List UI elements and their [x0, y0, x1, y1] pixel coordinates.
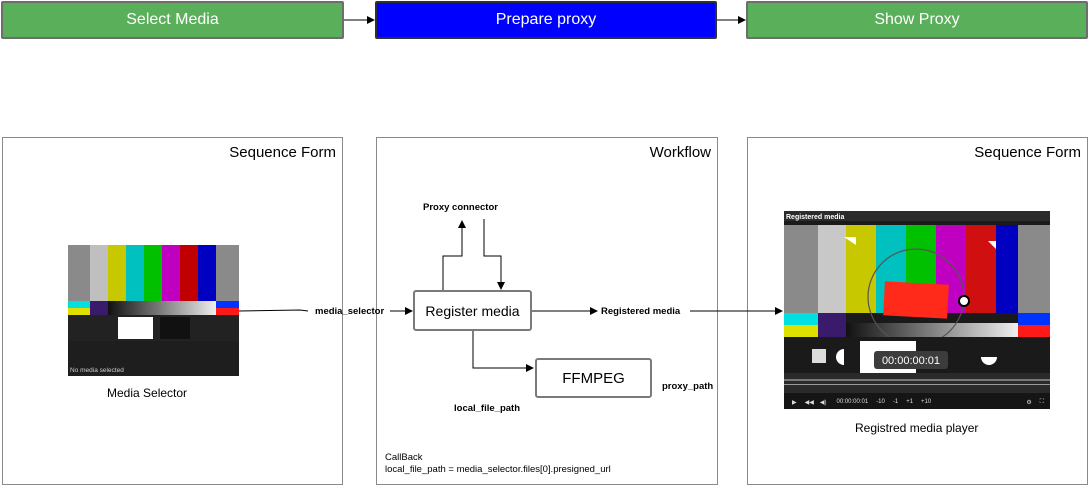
step-back-10[interactable]: -10	[876, 399, 885, 405]
play-icon[interactable]: ▶	[792, 399, 797, 406]
media-selector-connector-label: media_selector	[315, 306, 385, 317]
callback-expression: local_file_path = media_selector.files[0…	[385, 464, 611, 475]
player-controls: ▶ ◀◀ ◀) 00:00:00:01 -10 -1 +1 +10 ⚙ ⛶	[784, 395, 1050, 409]
left-panel-title: Sequence Form	[229, 144, 336, 161]
thumb-status-text: No media selected	[70, 367, 124, 374]
fullscreen-icon[interactable]: ⛶	[1039, 398, 1044, 405]
settings-gear-icon[interactable]: ⚙	[1026, 399, 1032, 406]
register-media-node[interactable]: Register media	[413, 290, 532, 331]
step-fwd-1[interactable]: +1	[906, 399, 914, 405]
color-bars-icon: No media selected	[68, 245, 239, 376]
proxy-connector-label: Proxy connector	[423, 202, 498, 213]
proxy-path-label: proxy_path	[662, 381, 714, 392]
ffmpeg-label: FFMPEG	[562, 369, 625, 387]
step-show-proxy[interactable]: Show Proxy	[746, 1, 1088, 39]
callback-title: CallBack	[385, 452, 423, 463]
right-panel-title: Sequence Form	[974, 144, 1081, 161]
controls-time: 00:00:00:01	[836, 399, 869, 405]
callback-block: CallBack local_file_path = media_selecto…	[385, 452, 611, 476]
media-selector-caption: Media Selector	[107, 386, 188, 400]
step-fwd-10[interactable]: +10	[921, 399, 932, 405]
player-title: Registered media	[786, 214, 844, 221]
step-prepare-proxy[interactable]: Prepare proxy	[375, 1, 717, 39]
register-media-label: Register media	[425, 302, 520, 319]
registered-media-connector-label: Registered media	[601, 306, 681, 317]
player-timecode: 00:00:00:01	[882, 355, 940, 367]
step-select-media[interactable]: Select Media	[1, 1, 344, 39]
media-selector-thumbnail[interactable]: No media selected	[68, 245, 239, 376]
rewind-icon[interactable]: ◀◀	[804, 399, 814, 406]
player-frame-icon: Registered media 00:00:00:01	[784, 211, 1050, 409]
middle-panel-title: Workflow	[649, 144, 711, 161]
registered-player-caption: Registred media player	[855, 421, 979, 435]
ffmpeg-node[interactable]: FFMPEG	[535, 358, 652, 398]
volume-icon[interactable]: ◀)	[819, 399, 827, 406]
step-back-1[interactable]: -1	[892, 399, 899, 405]
local-file-path-label: local_file_path	[454, 403, 520, 414]
registered-media-player[interactable]: Registered media 00:00:00:01	[784, 211, 1050, 409]
